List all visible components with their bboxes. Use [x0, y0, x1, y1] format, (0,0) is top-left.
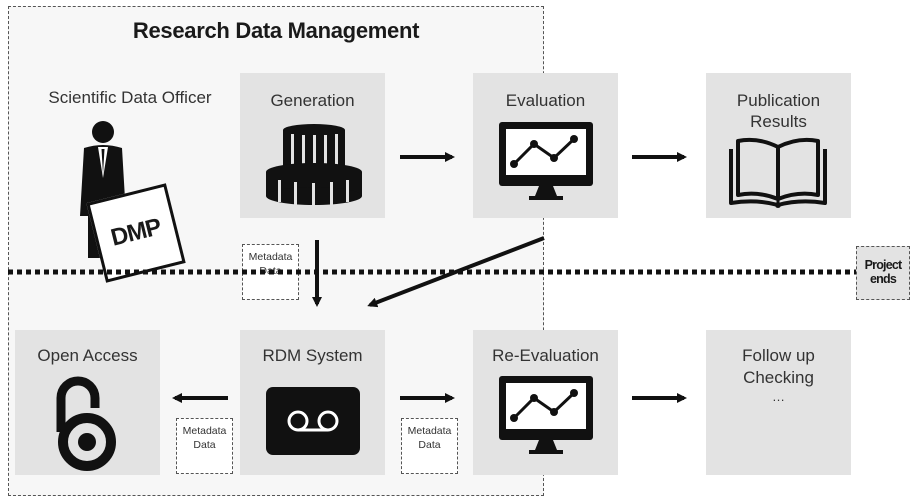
diagram-title: Research Data Management: [132, 18, 420, 43]
generation-box: Generation: [240, 73, 385, 218]
follow-up-box: Follow up Checking …: [706, 330, 851, 475]
re-evaluation-label: Re-Evaluation: [492, 346, 599, 365]
rdm-system-label: RDM System: [262, 346, 363, 365]
open-book-icon: [729, 137, 827, 208]
generation-label: Generation: [270, 91, 355, 110]
open-access-label: Open Access: [37, 346, 138, 365]
publication-box: Publication Results: [706, 73, 851, 218]
rdm-system-box: RDM System: [240, 330, 385, 475]
metadata-tag-open-access: Metadata Data: [176, 418, 233, 474]
metadata-tag-re-evaluation: Metadata Data: [401, 418, 458, 474]
follow-up-label-ellipsis: …: [772, 389, 785, 404]
metadata-line: Metadata: [407, 425, 452, 437]
evaluation-label: Evaluation: [505, 91, 586, 110]
data-line: Data: [193, 439, 216, 451]
open-access-box: Open Access: [15, 330, 160, 475]
metadata-line: Metadata: [248, 251, 293, 263]
evaluation-box: Evaluation: [473, 73, 618, 218]
re-evaluation-box: Re-Evaluation: [473, 330, 618, 475]
officer-label: Scientific Data Officer: [48, 88, 212, 107]
publication-label-line2: Results: [750, 112, 807, 131]
publication-label-line1: Publication: [736, 91, 821, 110]
data-line: Data: [418, 439, 441, 451]
arrow-evaluation-to-rdm: [367, 236, 545, 308]
project-ends-line1: Project: [864, 258, 903, 272]
follow-up-label-line1: Follow up: [742, 346, 815, 365]
monitor-chart-icon: [499, 376, 593, 454]
project-ends-line2: ends: [870, 272, 897, 286]
open-access-lock-icon: [56, 376, 116, 471]
storage-cylinder-icon: [266, 124, 362, 206]
metadata-line: Metadata: [182, 425, 227, 437]
project-ends-marker: Project ends: [856, 246, 910, 300]
follow-up-label-line2: Checking: [743, 368, 814, 387]
monitor-chart-icon: [499, 122, 593, 200]
cassette-storage-icon: [266, 387, 360, 455]
